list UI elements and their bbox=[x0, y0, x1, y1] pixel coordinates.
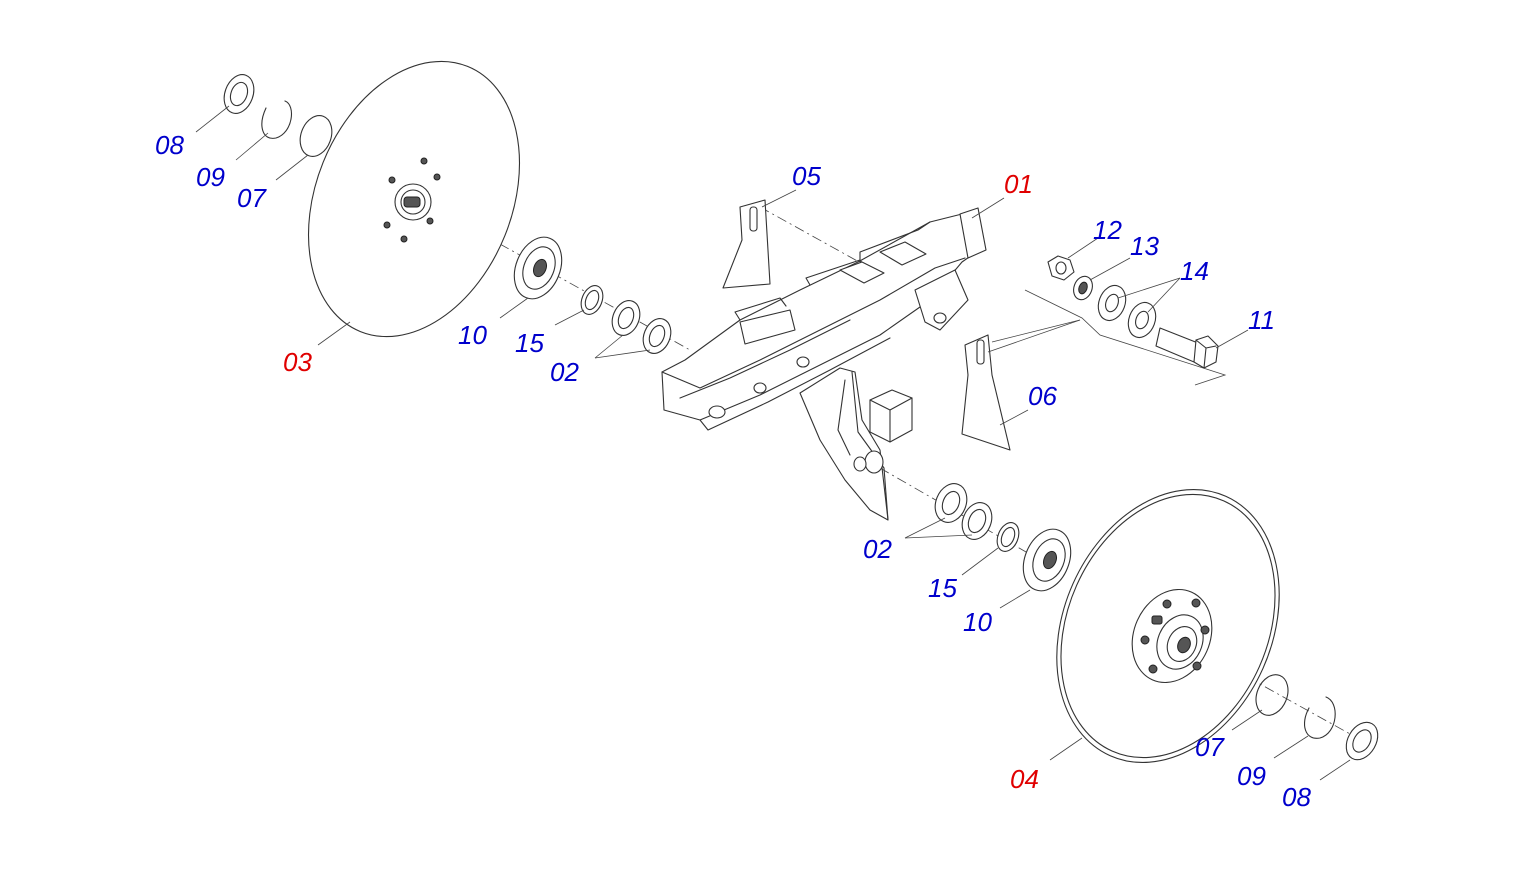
scraper-05 bbox=[722, 199, 771, 289]
right-bearing bbox=[1022, 528, 1072, 592]
lock-washer-13 bbox=[1073, 275, 1093, 301]
callout-12: 12 bbox=[1093, 215, 1122, 245]
callout-13: 13 bbox=[1130, 231, 1159, 261]
callout-01: 01 bbox=[1004, 169, 1033, 199]
left-o-ring bbox=[299, 115, 333, 157]
callout-03: 03 bbox=[283, 347, 312, 377]
right-circlip bbox=[1304, 696, 1336, 739]
left-spacer-15 bbox=[580, 285, 604, 315]
left-circlip bbox=[261, 100, 293, 139]
right-disc-blade bbox=[1056, 489, 1280, 763]
callout-07-right: 07 bbox=[1195, 732, 1225, 762]
scraper-06 bbox=[961, 334, 1011, 451]
callout-09-right: 09 bbox=[1237, 761, 1266, 791]
callout-15-left: 15 bbox=[515, 328, 544, 358]
right-spacer-15 bbox=[996, 522, 1020, 552]
right-washers-02 bbox=[934, 483, 993, 540]
nut-12 bbox=[1047, 255, 1075, 281]
callout-05: 05 bbox=[792, 161, 821, 191]
callout-06: 06 bbox=[1028, 381, 1057, 411]
callout-15-right: 15 bbox=[928, 573, 957, 603]
right-hub-cap bbox=[1345, 721, 1379, 761]
callout-14: 14 bbox=[1180, 256, 1209, 286]
washers-14 bbox=[1097, 284, 1157, 339]
callout-07-left: 07 bbox=[237, 183, 267, 213]
left-hub-cap bbox=[223, 74, 255, 114]
callout-04: 04 bbox=[1010, 764, 1039, 794]
leader-lines bbox=[195, 105, 1351, 781]
callout-02-left: 02 bbox=[550, 357, 579, 387]
callout-10-right: 10 bbox=[963, 607, 992, 637]
callout-09-left: 09 bbox=[196, 162, 225, 192]
callout-11: 11 bbox=[1248, 305, 1275, 335]
callout-10-left: 10 bbox=[458, 320, 487, 350]
callout-labels: 08 09 07 05 01 12 13 14 11 03 10 15 02 0… bbox=[155, 130, 1311, 812]
left-washers-02 bbox=[611, 300, 672, 354]
callout-02-right: 02 bbox=[863, 534, 892, 564]
callout-08-left: 08 bbox=[155, 130, 184, 160]
left-disc-blade bbox=[307, 60, 521, 338]
bolt-11 bbox=[1155, 327, 1219, 369]
left-bearing bbox=[513, 236, 563, 300]
right-o-ring bbox=[1255, 674, 1289, 716]
callout-08-right: 08 bbox=[1282, 782, 1311, 812]
main-frame bbox=[661, 207, 987, 521]
